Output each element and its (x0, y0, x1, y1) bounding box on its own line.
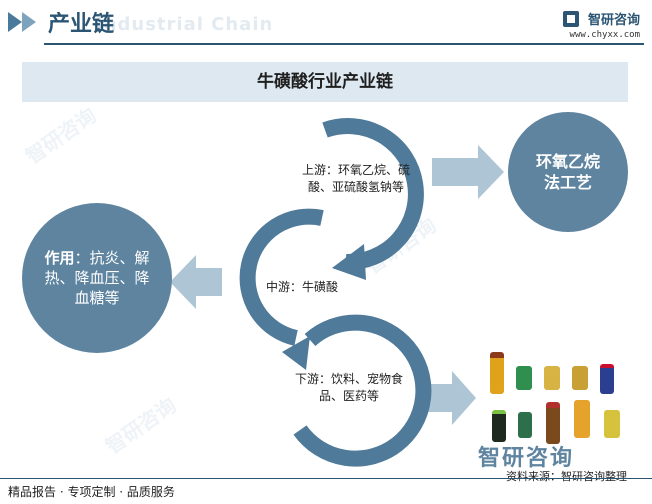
header-title: 产业链 (48, 12, 115, 37)
arc-downstream (293, 314, 432, 467)
effect-title: 作用 (44, 249, 75, 267)
drink-can-icon (604, 410, 620, 438)
product-images (484, 348, 634, 448)
diagram-title-bar: 牛磺酸行业产业链 (22, 62, 628, 102)
arrow-to-effect (170, 255, 222, 309)
drink-bottle-icon (574, 400, 590, 438)
header: Industrial Chain 产业链 智研咨询 www.chyxx.com (0, 0, 652, 45)
drink-can-icon (544, 366, 560, 390)
header-ghost-text: Industrial Chain (96, 14, 274, 35)
source-logo: 智研咨询 (478, 446, 575, 471)
footer-text: 精品报告 · 专项定制 · 品质服务 (8, 485, 175, 499)
arc-upstream (322, 118, 424, 271)
effect-text: ：抗炎、解热、降血压、降血糖等 (44, 249, 150, 307)
arc-upstream-arrowhead (332, 244, 366, 280)
source-text: 资料来源：智研咨询整理 (506, 470, 627, 483)
source: 智研咨询 资料来源：智研咨询整理 (478, 440, 648, 483)
drink-can-icon (518, 412, 532, 438)
downstream-label: 下游：饮料、宠物食品、医药等 (294, 372, 403, 403)
effect-circle: 作用：抗炎、解热、降血压、降血糖等 (22, 203, 172, 353)
upstream-label: 上游：环氧乙烷、硫酸、亚硫酸氢钠等 (301, 163, 410, 194)
drink-can-icon (516, 366, 532, 390)
brand: 智研咨询 www.chyxx.com (562, 8, 640, 40)
header-divider (44, 43, 644, 45)
diagram-title: 牛磺酸行业产业链 (257, 72, 393, 92)
brand-logo-icon (562, 10, 579, 27)
header-arrow-icon (22, 12, 36, 32)
footer-divider (0, 478, 652, 479)
arc-midstream-arrowhead (282, 336, 310, 370)
brand-name: 智研咨询 (587, 13, 640, 28)
arc-midstream (239, 208, 324, 346)
brand-url: www.chyxx.com (569, 30, 640, 40)
arrow-to-products (420, 371, 476, 425)
process-circle: 环氧乙烷法工艺 (508, 112, 628, 232)
drink-can-icon (600, 364, 614, 394)
drink-can-icon (492, 410, 506, 442)
midstream-label: 中游：牛磺酸 (266, 280, 339, 294)
drink-bottle-icon (490, 352, 504, 394)
arrow-to-process (432, 145, 504, 199)
process-text: 环氧乙烷法工艺 (535, 152, 600, 192)
drink-can-icon (572, 366, 588, 390)
drink-bottle-icon (546, 402, 560, 444)
footer: 精品报告 · 专项定制 · 品质服务 (0, 478, 652, 504)
header-arrow-icon (8, 12, 22, 32)
